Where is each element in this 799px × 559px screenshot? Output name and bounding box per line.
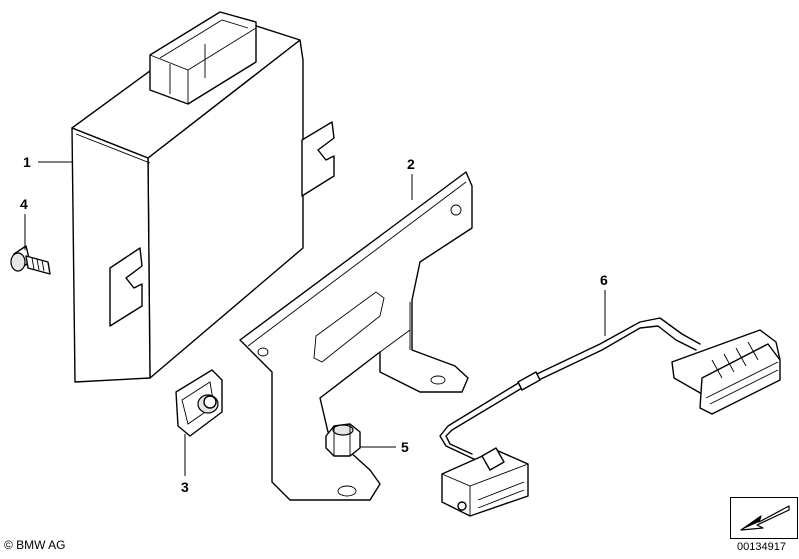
callout-3: 3 <box>181 479 189 495</box>
control-unit-part <box>71 11 335 383</box>
callout-4: 4 <box>20 196 28 212</box>
mounting-bracket-part <box>239 171 473 501</box>
nut-part <box>325 423 361 457</box>
navigation-arrow-button[interactable] <box>730 497 798 539</box>
arrow-down-left-icon <box>740 505 790 531</box>
wiring-harness-part <box>439 317 781 517</box>
diagram-number: 00134917 <box>737 541 786 553</box>
clip-nut-part <box>175 369 223 437</box>
screw-part <box>10 245 51 275</box>
callout-6: 6 <box>600 272 608 288</box>
copyright-label: © BMW AG <box>4 538 66 552</box>
callout-5: 5 <box>401 439 409 455</box>
callout-2: 2 <box>407 156 415 172</box>
callout-1: 1 <box>23 154 31 170</box>
